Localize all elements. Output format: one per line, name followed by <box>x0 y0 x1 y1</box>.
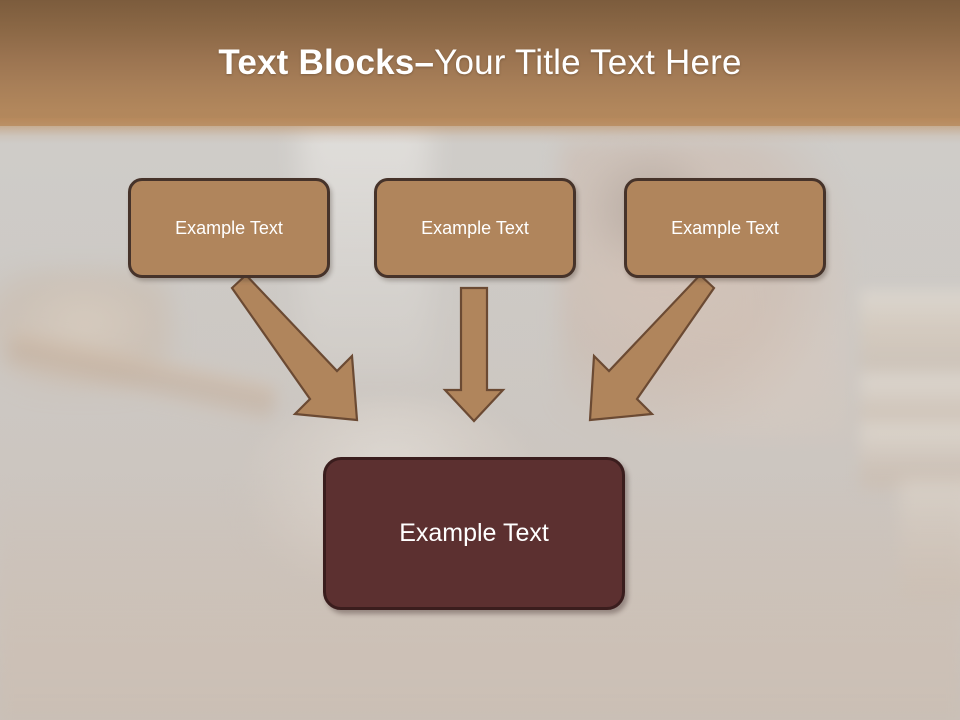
text-block-1[interactable]: Example Text <box>128 178 330 278</box>
text-block-3[interactable]: Example Text <box>624 178 826 278</box>
text-block-2[interactable]: Example Text <box>374 178 576 278</box>
page-title-separator: – <box>414 43 435 82</box>
text-block-3-label: Example Text <box>671 217 779 238</box>
text-block-2-label: Example Text <box>421 217 529 238</box>
result-text-block-label: Example Text <box>399 519 549 547</box>
header-band <box>0 0 960 126</box>
page-title-regular: Your Title Text Here <box>434 43 742 82</box>
page-title-bold: Text Blocks <box>218 43 415 82</box>
text-block-1-label: Example Text <box>175 217 283 238</box>
result-text-block[interactable]: Example Text <box>323 457 625 610</box>
header-fade <box>0 118 960 144</box>
page-title: Text Blocks – Your Title Text Here <box>0 0 960 126</box>
